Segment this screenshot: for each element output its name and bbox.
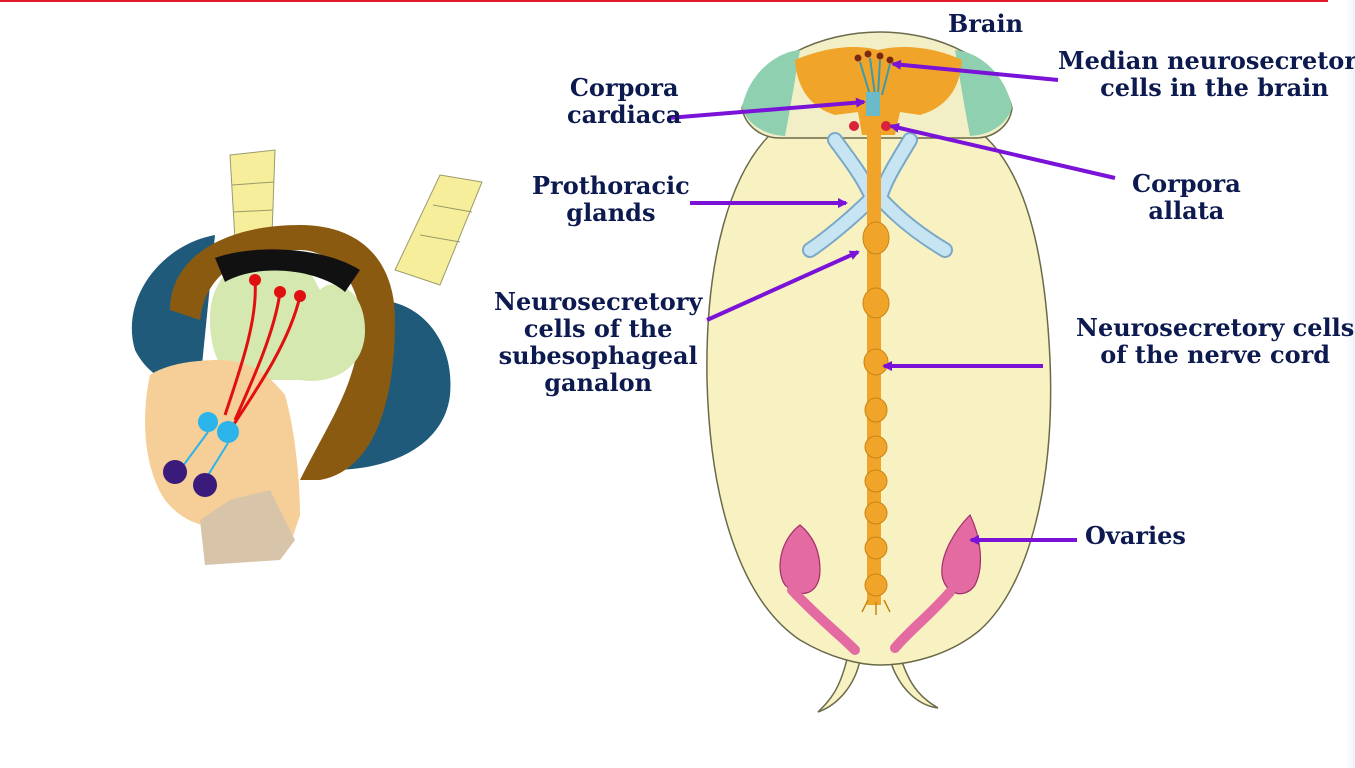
label-line: Neurosecretory cells <box>1076 313 1355 342</box>
insect-body-illustration <box>706 31 1052 713</box>
head-corpora-allata <box>163 460 187 484</box>
left-eye-region <box>742 50 800 136</box>
label-line: cells of the <box>523 314 673 343</box>
label-line: Prothoracic <box>532 171 690 200</box>
right-edge-shade <box>1345 0 1355 768</box>
label-prothoracic-glands: Prothoracic glands <box>532 172 690 226</box>
head-corpora-cardiaca <box>217 421 239 443</box>
callout-arrows <box>667 59 1116 545</box>
label-line: Median neurosecretory <box>1058 46 1355 75</box>
right-antenna <box>394 174 483 286</box>
label-line: Corpora <box>569 73 679 102</box>
label-line: ganalon <box>544 368 653 397</box>
label-subesophageal: Neurosecretory cells of the subesophagea… <box>494 288 702 396</box>
label-line: of the nerve cord <box>1100 340 1331 369</box>
label-brain: Brain <box>948 10 1023 37</box>
head-neurosecretory-axons <box>223 279 302 431</box>
median-neurosecretory-cell <box>274 286 286 298</box>
arrow-corpora-cardiaca <box>667 97 866 120</box>
head-corpora-allata <box>193 473 217 497</box>
label-ovaries-text: Ovaries <box>1085 521 1186 550</box>
arrow-median-neurosecretory <box>891 59 1059 82</box>
nerve-cord-ganglia <box>862 221 890 597</box>
label-line: Neurosecretory <box>494 287 703 316</box>
label-nerve-cord: Neurosecretory cells of the nerve cord <box>1076 314 1354 368</box>
label-brain-text: Brain <box>948 9 1024 38</box>
head-capsule <box>170 225 395 480</box>
label-line: allata <box>1148 196 1225 225</box>
arrow-subesophageal <box>706 250 860 322</box>
brain-median-neurosecretory-cells <box>854 50 894 116</box>
corpus-allatum-right <box>881 121 891 131</box>
label-line: Corpora <box>1132 169 1241 198</box>
mouthparts <box>200 490 295 565</box>
left-antenna <box>229 149 276 241</box>
label-line: cardiaca <box>567 100 682 129</box>
ovary-right <box>890 513 981 653</box>
label-ovaries: Ovaries <box>1085 522 1186 549</box>
left-cercus <box>817 653 861 713</box>
median-neurosecretory-cell <box>294 290 306 302</box>
right-cercus <box>889 653 939 709</box>
head-dark-band <box>215 249 360 292</box>
top-red-rule <box>0 0 1328 2</box>
insect-head-illustration <box>131 149 483 565</box>
brain-lobes <box>210 255 365 381</box>
label-corpora-cardiaca: Corpora cardiaca <box>567 74 681 128</box>
label-line: subesophageal <box>498 341 698 370</box>
label-median-neurosecretory: Median neurosecretory cells in the brain <box>1058 47 1355 101</box>
head-corpora-cardiaca <box>198 412 218 432</box>
corpus-allatum-left <box>849 121 859 131</box>
arrow-corpora-allata <box>889 122 1116 180</box>
ovary-left <box>779 524 860 655</box>
label-line: glands <box>566 198 656 227</box>
label-line: cells in the brain <box>1100 73 1329 102</box>
label-corpora-allata: Corpora allata <box>1132 170 1241 224</box>
median-neurosecretory-cell <box>249 274 261 286</box>
